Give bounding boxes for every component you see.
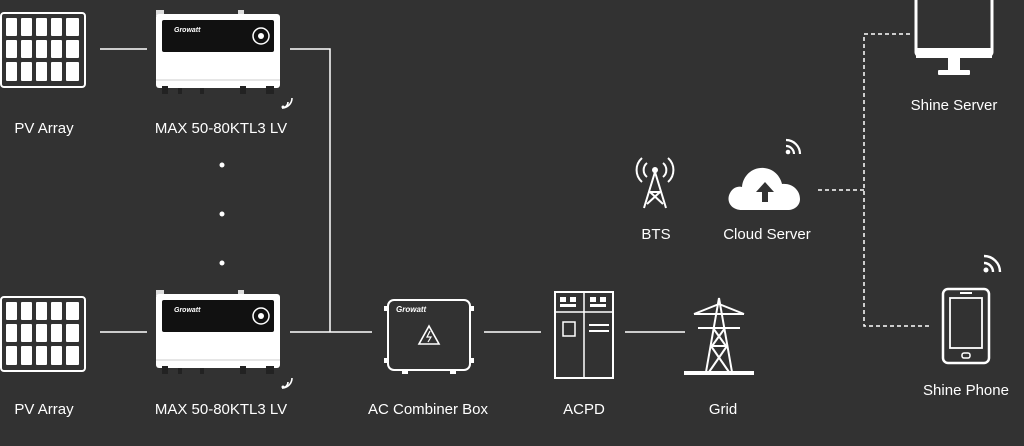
transmission-tower-icon [684, 297, 754, 375]
wifi-signal-icon [983, 254, 1002, 273]
inverter-label: MAX 50-80KTL3 LV [154, 120, 288, 137]
pv-array-label: PV Array [14, 401, 74, 418]
radio-tower-icon [635, 157, 675, 209]
shine-server-label: Shine Server [910, 97, 998, 114]
inverter-brand: Growatt [174, 27, 201, 34]
pv-array-label: PV Array [14, 120, 74, 137]
bts-label: BTS [641, 226, 671, 243]
solar-panel-icon [0, 296, 86, 372]
grid-label: Grid [708, 401, 738, 418]
wifi-signal-icon [281, 97, 293, 109]
monitor-icon [914, 0, 994, 75]
ac-combiner-box-label: AC Combiner Box [367, 401, 489, 418]
solar-panel-icon [0, 12, 86, 88]
inverter-brand: Growatt [174, 307, 201, 314]
inverter-label: MAX 50-80KTL3 LV [154, 401, 288, 418]
cloud-server-label: Cloud Server [723, 226, 811, 243]
electrical-cabinet-icon [554, 291, 614, 379]
smartphone-icon [941, 287, 991, 365]
inverter-icon: Growatt [148, 10, 288, 96]
acpd-label: ACPD [563, 401, 605, 418]
combiner-brand: Growatt [396, 305, 427, 314]
shine-phone-label: Shine Phone [923, 382, 1009, 399]
wifi-signal-icon [785, 138, 802, 155]
wifi-signal-icon [281, 377, 293, 389]
cloud-upload-icon [728, 167, 800, 210]
inverter-icon: Growatt [148, 290, 288, 376]
combiner-box-icon: Growatt [384, 296, 474, 376]
